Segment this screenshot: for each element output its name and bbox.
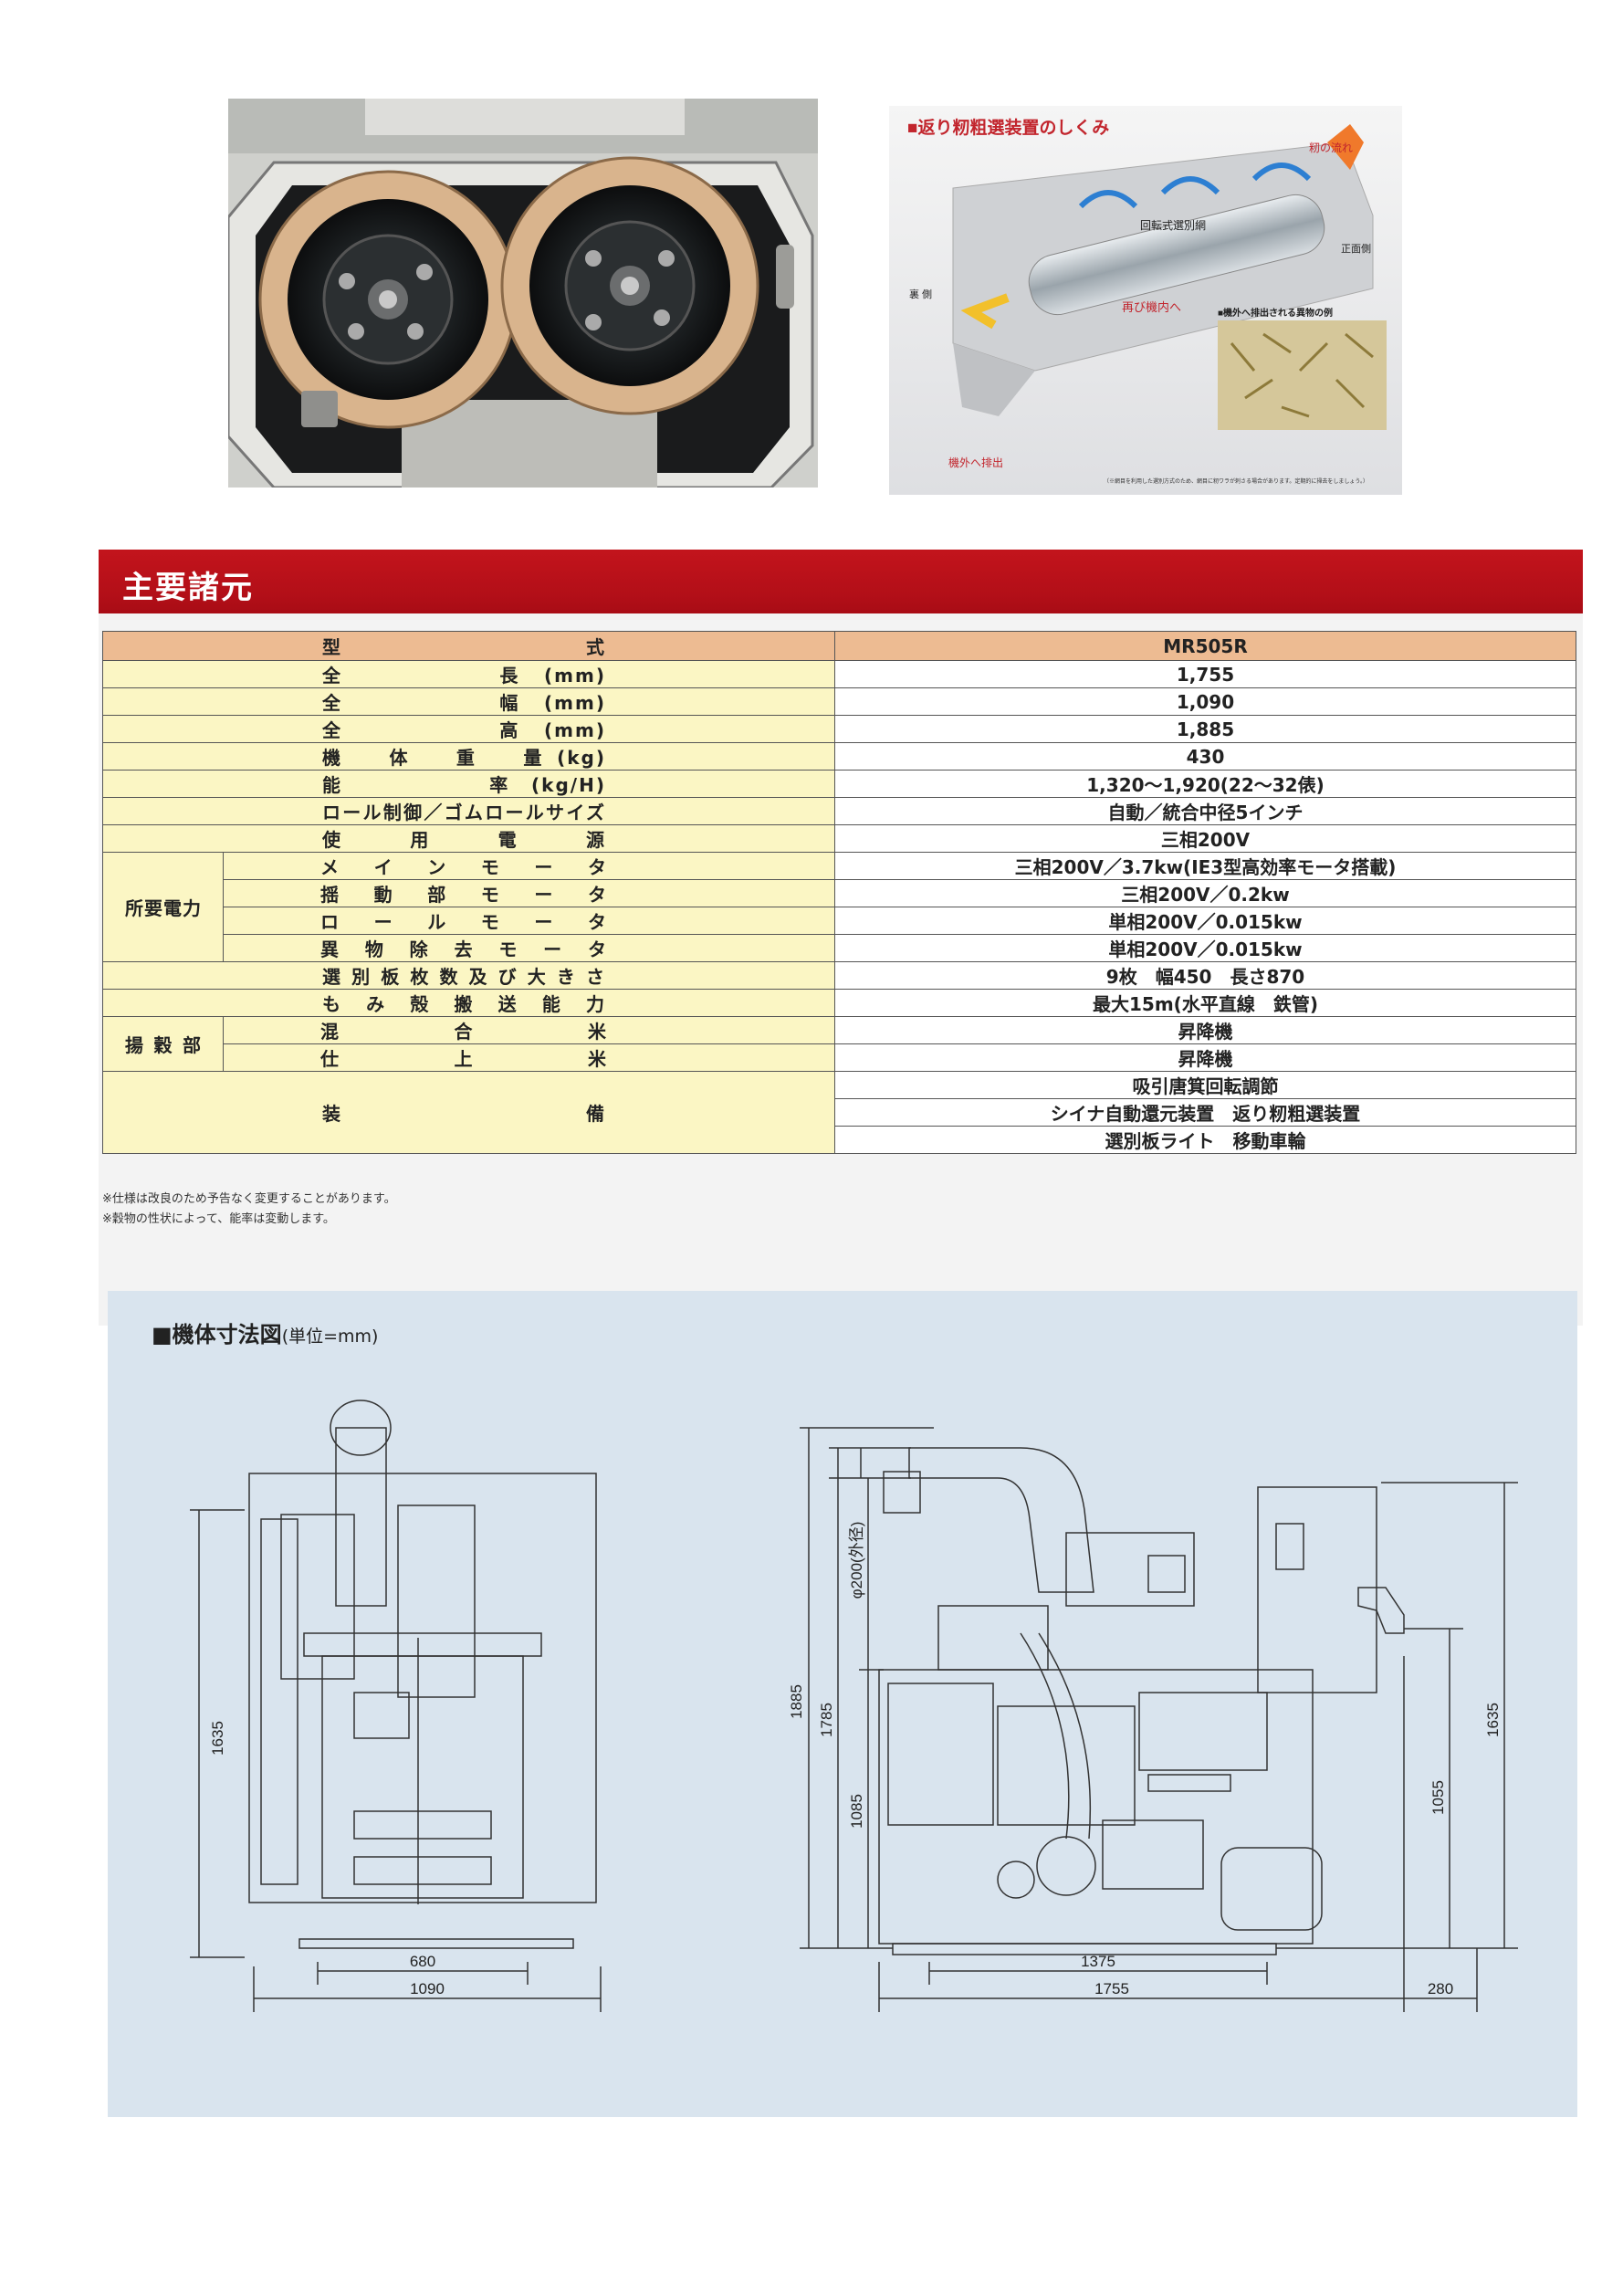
table-row: 揚穀部 混 合 米 昇降機 <box>102 1016 1576 1072</box>
table-row: ロール制御／ゴムロールサイズ 自動／統合中径5インチ <box>102 797 1576 825</box>
front-total-height-label: 1885 <box>788 1684 805 1719</box>
spec-note: ※穀物の性状によって、能率は変動します。 <box>102 1212 335 1226</box>
table-row: 所要電力 メインモータ 三相200V／3.7kw(IE3型高効率モータ搭載) <box>102 852 1576 962</box>
spec-value: 選別板ライト 移動車輪 <box>834 1126 1576 1154</box>
table-row: 揺動部モータ 三相200V／0.2kw <box>103 879 1576 907</box>
label-inset: ■機外へ排出される異物の例 <box>1218 307 1333 319</box>
spec-value: 単相200V／0.015kw <box>834 934 1576 962</box>
spec-value: 三相200V <box>834 824 1576 853</box>
spec-note: ※仕様は改良のため予告なく変更することがあります。 <box>102 1192 396 1206</box>
spec-value: 最大15m(水平直線 鉄管) <box>834 989 1576 1017</box>
table-row: 能 率(kg/H) 1,320〜1,920(22〜32俵) <box>102 770 1576 798</box>
spec-value: 1,755 <box>834 660 1576 688</box>
table-row: もみ殻搬送能力 最大15m(水平直線 鉄管) <box>102 989 1576 1017</box>
return-paddy-separator-diagram: ■返り籾粗選装置のしくみ 籾の流れ 回転式選別網 正面側 裏 側 再び機内へ 機… <box>889 106 1402 495</box>
lift-group-label: 揚穀部 <box>102 1016 224 1072</box>
table-row: ロールモータ 単相200V／0.015kw <box>103 907 1576 935</box>
spec-value: 吸引唐箕回転調節 <box>834 1071 1576 1099</box>
front-total-width-label: 1755 <box>1094 1980 1129 1997</box>
spec-label: ロールモータ <box>223 907 835 935</box>
spec-header-model: MR505R <box>834 631 1576 661</box>
spec-header-label: 型 式 <box>102 631 835 661</box>
separator-illustration: ■返り籾粗選装置のしくみ 籾の流れ 回転式選別網 正面側 裏 側 再び機内へ 機… <box>889 106 1402 495</box>
spec-value: 三相200V／0.2kw <box>834 879 1576 907</box>
label-screen: 回転式選別網 <box>1140 219 1206 232</box>
spec-label: 機 体 重 量(kg) <box>102 742 835 771</box>
table-row: 全 幅(mm) 1,090 <box>102 687 1576 716</box>
side-view-outline <box>248 1400 597 1949</box>
husker-roll-photo <box>228 99 818 488</box>
table-row: 機 体 重 量(kg) 430 <box>102 742 1576 771</box>
spec-table-header: 型 式 MR505R <box>102 631 1576 661</box>
dimension-drawing-panel: ■機体寸法図(単位=mm) <box>108 1291 1577 2117</box>
side-inner-width-label: 680 <box>410 1953 435 1970</box>
spec-label: 能 率(kg/H) <box>102 770 835 798</box>
spec-value: 1,090 <box>834 687 1576 716</box>
table-row: 使 用 電 源 三相200V <box>102 824 1576 853</box>
spec-label: 揺動部モータ <box>223 879 835 907</box>
spec-value: 1,320〜1,920(22〜32俵) <box>834 770 1576 798</box>
spec-value: 1,885 <box>834 715 1576 743</box>
table-row: 異物除去モータ 単相200V／0.015kw <box>103 934 1576 962</box>
spec-value: 自動／統合中径5インチ <box>834 797 1576 825</box>
spec-table: 型 式 MR505R 全 長(mm) 1,755 全 幅(mm) 1,090 全… <box>102 631 1576 1154</box>
spec-label: 使 用 電 源 <box>102 824 835 853</box>
table-row: 選別板ライト 移動車輪 <box>103 1126 1576 1154</box>
dimension-title: ■機体寸法図(単位=mm) <box>152 1316 378 1348</box>
spec-label: メインモータ <box>223 852 835 880</box>
label-front: 正面側 <box>1341 243 1371 255</box>
spec-label: 全 長(mm) <box>102 660 835 688</box>
table-row: 仕 上 米 昇降機 <box>103 1043 1576 1072</box>
spec-value: 昇降機 <box>834 1043 1576 1072</box>
dimension-unit: (単位=mm) <box>281 1326 379 1347</box>
spec-section-title: 主要諸元 <box>122 570 254 606</box>
front-lower-height-label: 1085 <box>848 1794 865 1829</box>
dimension-drawing: 1635 680 1090 1885 1785 φ200(外径) 1085 16… <box>190 1400 1518 2012</box>
table-row: シイナ自動還元装置 返り籾粗選装置 <box>103 1098 1576 1127</box>
spec-value: 単相200V／0.015kw <box>834 907 1576 935</box>
spec-label: 全 幅(mm) <box>102 687 835 716</box>
front-view-outline <box>878 1447 1405 1955</box>
front-right-height-label: 1635 <box>1484 1703 1502 1737</box>
front-duct-label: φ200(外径) <box>848 1522 865 1599</box>
spec-value: 三相200V／3.7kw(IE3型高効率モータ搭載) <box>834 852 1576 880</box>
table-row: 装 備 吸引唐箕回転調節 <box>102 1071 1576 1154</box>
table-row: 選別板枚数及び大きさ 9枚 幅450 長さ870 <box>102 961 1576 990</box>
spec-label: 異物除去モータ <box>223 934 835 962</box>
spec-value: シイナ自動還元装置 返り籾粗選装置 <box>834 1098 1576 1127</box>
label-return: 再び機内へ <box>1122 300 1181 314</box>
table-row: 全 高(mm) 1,885 <box>102 715 1576 743</box>
side-height-label: 1635 <box>209 1721 226 1756</box>
spec-section-header: 主要諸元 <box>99 550 1583 613</box>
spec-label: 選別板枚数及び大きさ <box>102 961 835 990</box>
equipment-label: 装 備 <box>102 1071 835 1154</box>
table-row: 全 長(mm) 1,755 <box>102 660 1576 688</box>
label-back: 裏 側 <box>909 288 932 300</box>
label-flow: 籾の流れ <box>1309 142 1353 154</box>
diagram-title: ■返り籾粗選装置のしくみ <box>907 117 1109 138</box>
husker-roll-illustration <box>228 99 818 488</box>
label-footnote: （※網目を利用した選別方式のため、網目に籾ワラが刺さる場合があります。定期的に掃… <box>1104 477 1368 485</box>
spec-value: 昇降機 <box>834 1016 1576 1044</box>
spec-label: もみ殻搬送能力 <box>102 989 835 1017</box>
spec-label: 全 高(mm) <box>102 715 835 743</box>
spec-value: 430 <box>834 742 1576 771</box>
spec-value: 9枚 幅450 長さ870 <box>834 961 1576 990</box>
front-inner-width-label: 1375 <box>1081 1953 1115 1970</box>
front-extension-label: 280 <box>1428 1980 1453 1997</box>
front-upper-height-label: 1785 <box>818 1703 835 1737</box>
side-width-label: 1090 <box>410 1980 445 1997</box>
front-right-low-height-label: 1055 <box>1429 1780 1447 1815</box>
spec-label: 混 合 米 <box>223 1016 835 1044</box>
label-discharge: 機外へ排出 <box>948 456 1003 469</box>
power-group-label: 所要電力 <box>102 852 224 962</box>
spec-label: ロール制御／ゴムロールサイズ <box>102 797 835 825</box>
spec-label: 仕 上 米 <box>223 1043 835 1072</box>
dimension-title-text: ■機体寸法図 <box>152 1322 282 1347</box>
